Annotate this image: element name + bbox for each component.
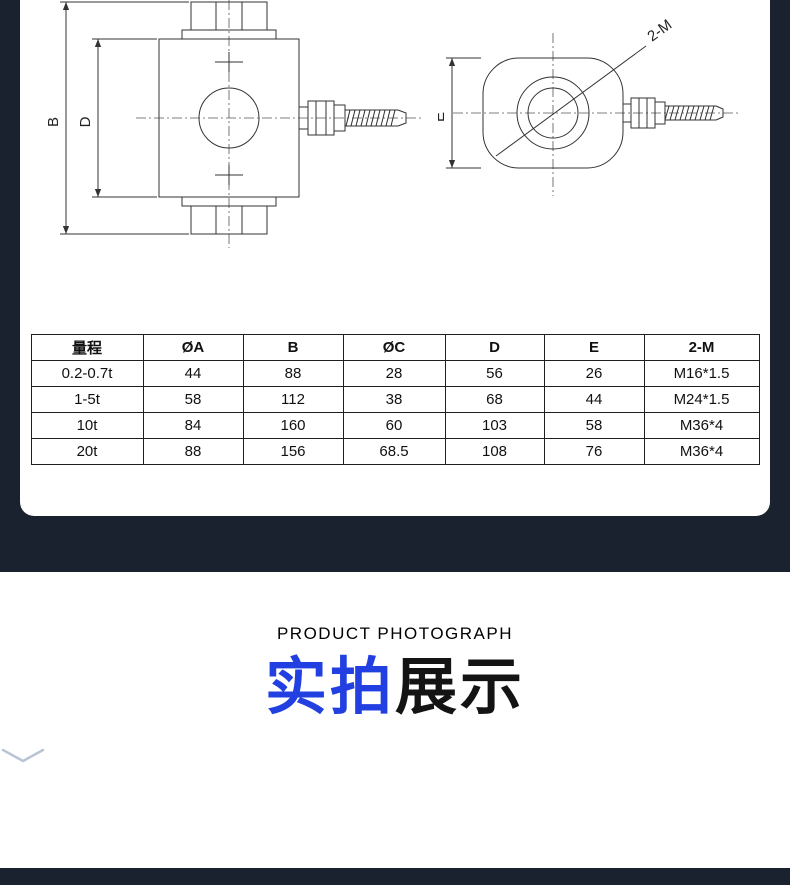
table-cell: 44	[543, 386, 645, 413]
header-d: D	[444, 334, 545, 361]
spec-card: B D	[20, 0, 770, 516]
table-cell: 108	[444, 438, 545, 465]
table-cell: M24*1.5	[643, 386, 760, 413]
table-cell: 56	[444, 360, 545, 387]
table-cell: 58	[142, 386, 244, 413]
table-cell: 84	[142, 412, 244, 439]
table-row: 20t 88 156 68.5 108 76 M36*4	[30, 438, 760, 465]
table-cell: 112	[242, 386, 344, 413]
header-e: E	[543, 334, 645, 361]
table-cell: 0.2-0.7t	[30, 360, 144, 387]
section-title-highlight: 实拍	[264, 653, 395, 722]
table-cell: 10t	[30, 412, 144, 439]
table-header-row: 量程 ØA B ØC D E 2-M	[30, 334, 760, 361]
header-dia-a: ØA	[142, 334, 244, 361]
section-title: 实拍展示	[0, 652, 790, 723]
table-cell: M36*4	[643, 412, 760, 439]
table-cell: 44	[142, 360, 244, 387]
table-cell: 88	[242, 360, 344, 387]
table-row: 0.2-0.7t 44 88 28 56 26 M16*1.5	[30, 360, 760, 387]
table-cell: M16*1.5	[643, 360, 760, 387]
table-cell: 68	[444, 386, 545, 413]
table-cell: 58	[543, 412, 645, 439]
table-cell: 38	[342, 386, 446, 413]
table-cell: 160	[242, 412, 344, 439]
product-photo-section: PRODUCT PHOTOGRAPH 实拍展示	[0, 572, 790, 868]
dim-label-e: E	[438, 112, 448, 122]
thread-callout-label: 2-M	[644, 18, 675, 45]
table-cell: 28	[342, 360, 446, 387]
table-cell: 1-5t	[30, 386, 144, 413]
section-title-rest: 展示	[395, 653, 526, 722]
dim-label-b: B	[46, 117, 62, 127]
table-cell: 156	[242, 438, 344, 465]
table-cell: 68.5	[342, 438, 446, 465]
chevron-down-icon	[1, 749, 45, 763]
table-row: 1-5t 58 112 38 68 44 M24*1.5	[30, 386, 760, 413]
table-cell: M36*4	[643, 438, 760, 465]
table-cell: 88	[142, 438, 244, 465]
technical-drawings: B D	[20, 0, 770, 332]
table-cell: 20t	[30, 438, 144, 465]
table-cell: 76	[543, 438, 645, 465]
table-cell: 60	[342, 412, 446, 439]
side-view-drawing: 2-M E	[438, 18, 738, 196]
dimension-table: 量程 ØA B ØC D E 2-M 0.2-0.7t 44 88 28 56 …	[30, 334, 760, 465]
header-b: B	[242, 334, 344, 361]
table-row: 10t 84 160 60 103 58 M36*4	[30, 412, 760, 439]
header-range: 量程	[30, 334, 144, 361]
section-eyebrow: PRODUCT PHOTOGRAPH	[276, 624, 514, 643]
header-dia-c: ØC	[342, 334, 446, 361]
table-cell: 103	[444, 412, 545, 439]
front-view-drawing: B D	[46, 0, 421, 248]
table-cell: 26	[543, 360, 645, 387]
header-2m: 2-M	[643, 334, 760, 361]
dim-label-d: D	[77, 116, 94, 127]
